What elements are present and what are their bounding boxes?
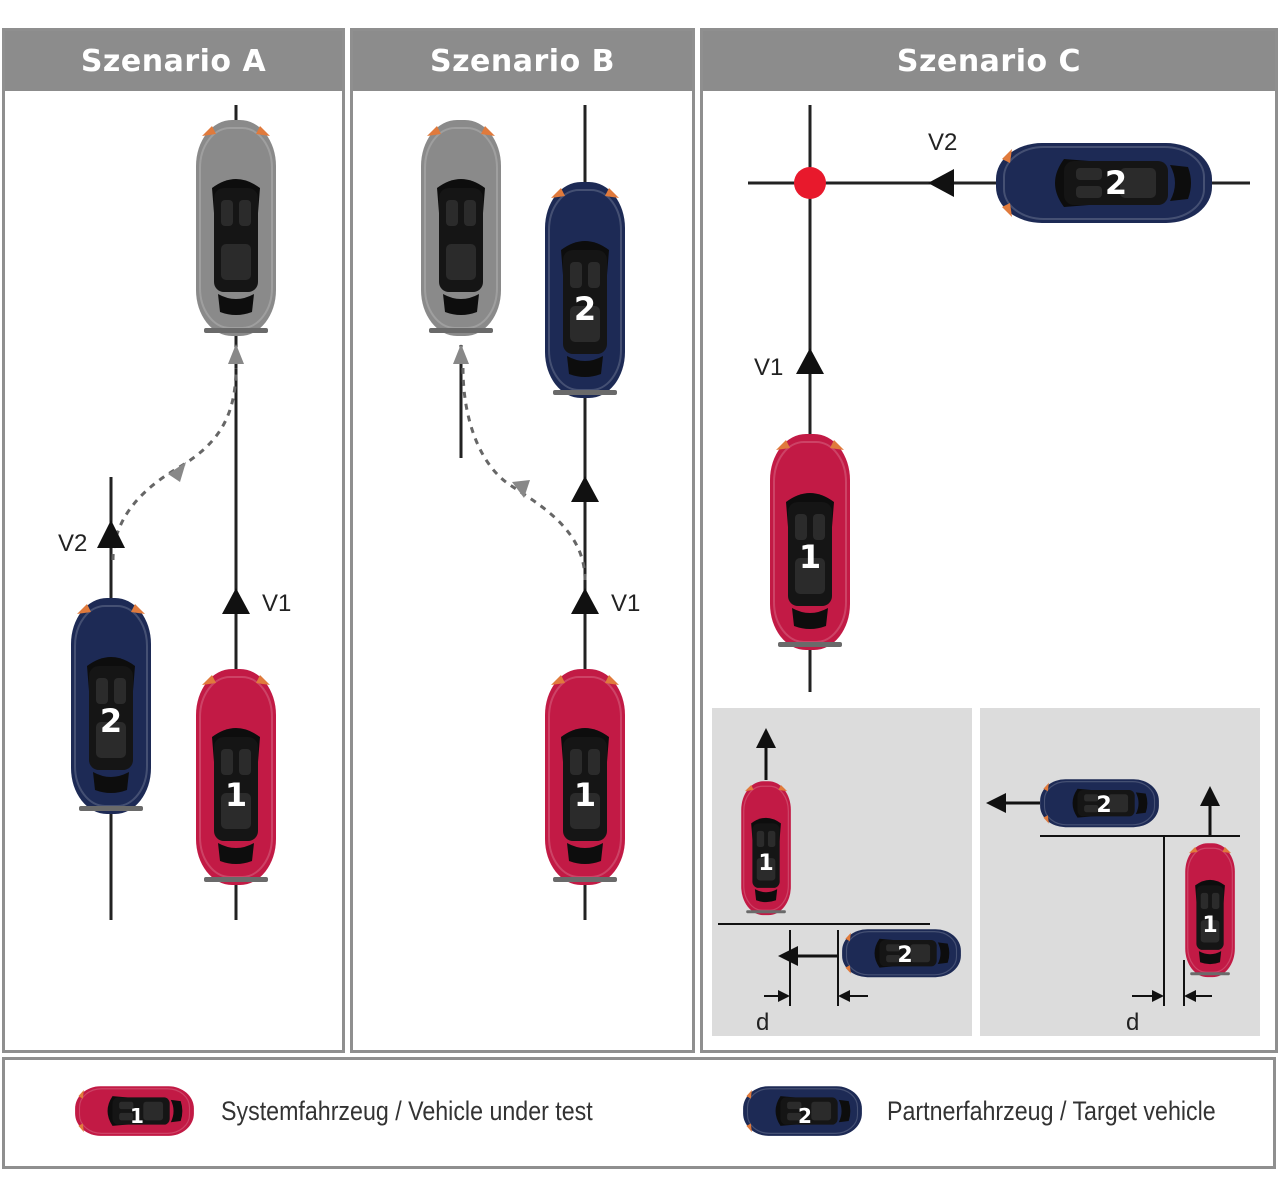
arrow-up-icon	[571, 476, 599, 502]
test-vehicle-number: 1	[574, 776, 596, 814]
arrow-up-icon	[756, 728, 776, 748]
arrow-grey-icon	[512, 480, 530, 498]
legend-target-vehicle-number: 2	[798, 1104, 812, 1128]
panel-title: Szenario B	[353, 31, 692, 91]
target-vehicle-number: 2	[1096, 793, 1111, 818]
label-v1: V1	[754, 354, 783, 381]
panel-title: Szenario C	[703, 31, 1275, 91]
target-vehicle-number: 2	[574, 290, 596, 328]
collision-point	[794, 167, 826, 199]
scenario-c-drawing: V2 2 V1 1 1 2 d 2 1	[712, 105, 1260, 1036]
panel-scenario-a: Szenario A	[2, 28, 345, 1053]
legend-target-vehicle: Partnerfahrzeug / Target vehicle	[887, 1096, 1216, 1126]
target-vehicle-number: 2	[897, 943, 912, 968]
arrow-up-icon	[571, 588, 599, 614]
target-vehicle-number: 2	[1105, 164, 1127, 202]
distance-label: d	[756, 1009, 769, 1036]
legend-vehicle-under-test: Systemfahrzeug / Vehicle under test	[221, 1096, 593, 1126]
lane-change-path	[111, 367, 238, 561]
legend: 1 2 Systemfahrzeug / Vehicle under test …	[2, 1057, 1276, 1169]
panel-scenario-b: Szenario B	[350, 28, 695, 1053]
test-vehicle-number: 1	[1202, 913, 1217, 938]
scenario-b-drawing: 2 V1 1	[420, 105, 640, 920]
arrow-grey-icon	[453, 344, 469, 364]
arrow-up-icon	[796, 348, 824, 374]
arrow-up-icon	[222, 588, 250, 614]
target-vehicle-number: 2	[100, 702, 122, 740]
vehicle-under-test	[740, 780, 792, 916]
test-vehicle-number: 1	[758, 851, 773, 876]
arrow-up-icon	[1200, 786, 1220, 806]
panel-title: Szenario A	[5, 31, 342, 91]
arrow-grey-icon	[168, 462, 186, 482]
legend-test-vehicle-number: 1	[130, 1104, 144, 1128]
scenario-a-drawing: V2 V1 2 1	[58, 105, 291, 920]
vehicle-under-test	[1184, 842, 1236, 978]
arrow-left-icon	[986, 793, 1006, 813]
arrow-up-icon	[97, 520, 125, 548]
label-v2: V2	[58, 530, 87, 557]
parked-vehicle	[420, 119, 502, 337]
test-vehicle-number: 1	[225, 776, 247, 814]
lane-change-path	[461, 367, 587, 581]
label-v1: V1	[611, 590, 640, 617]
arrow-left-icon	[928, 169, 954, 197]
distance-label: d	[1126, 1009, 1139, 1036]
label-v2: V2	[928, 129, 957, 156]
arrow-grey-icon	[228, 344, 244, 364]
test-vehicle-number: 1	[799, 538, 821, 576]
legend-icons: 1 2	[74, 1085, 863, 1137]
arrow-left-icon	[778, 946, 798, 966]
parked-vehicle	[195, 119, 277, 337]
label-v1: V1	[262, 590, 291, 617]
